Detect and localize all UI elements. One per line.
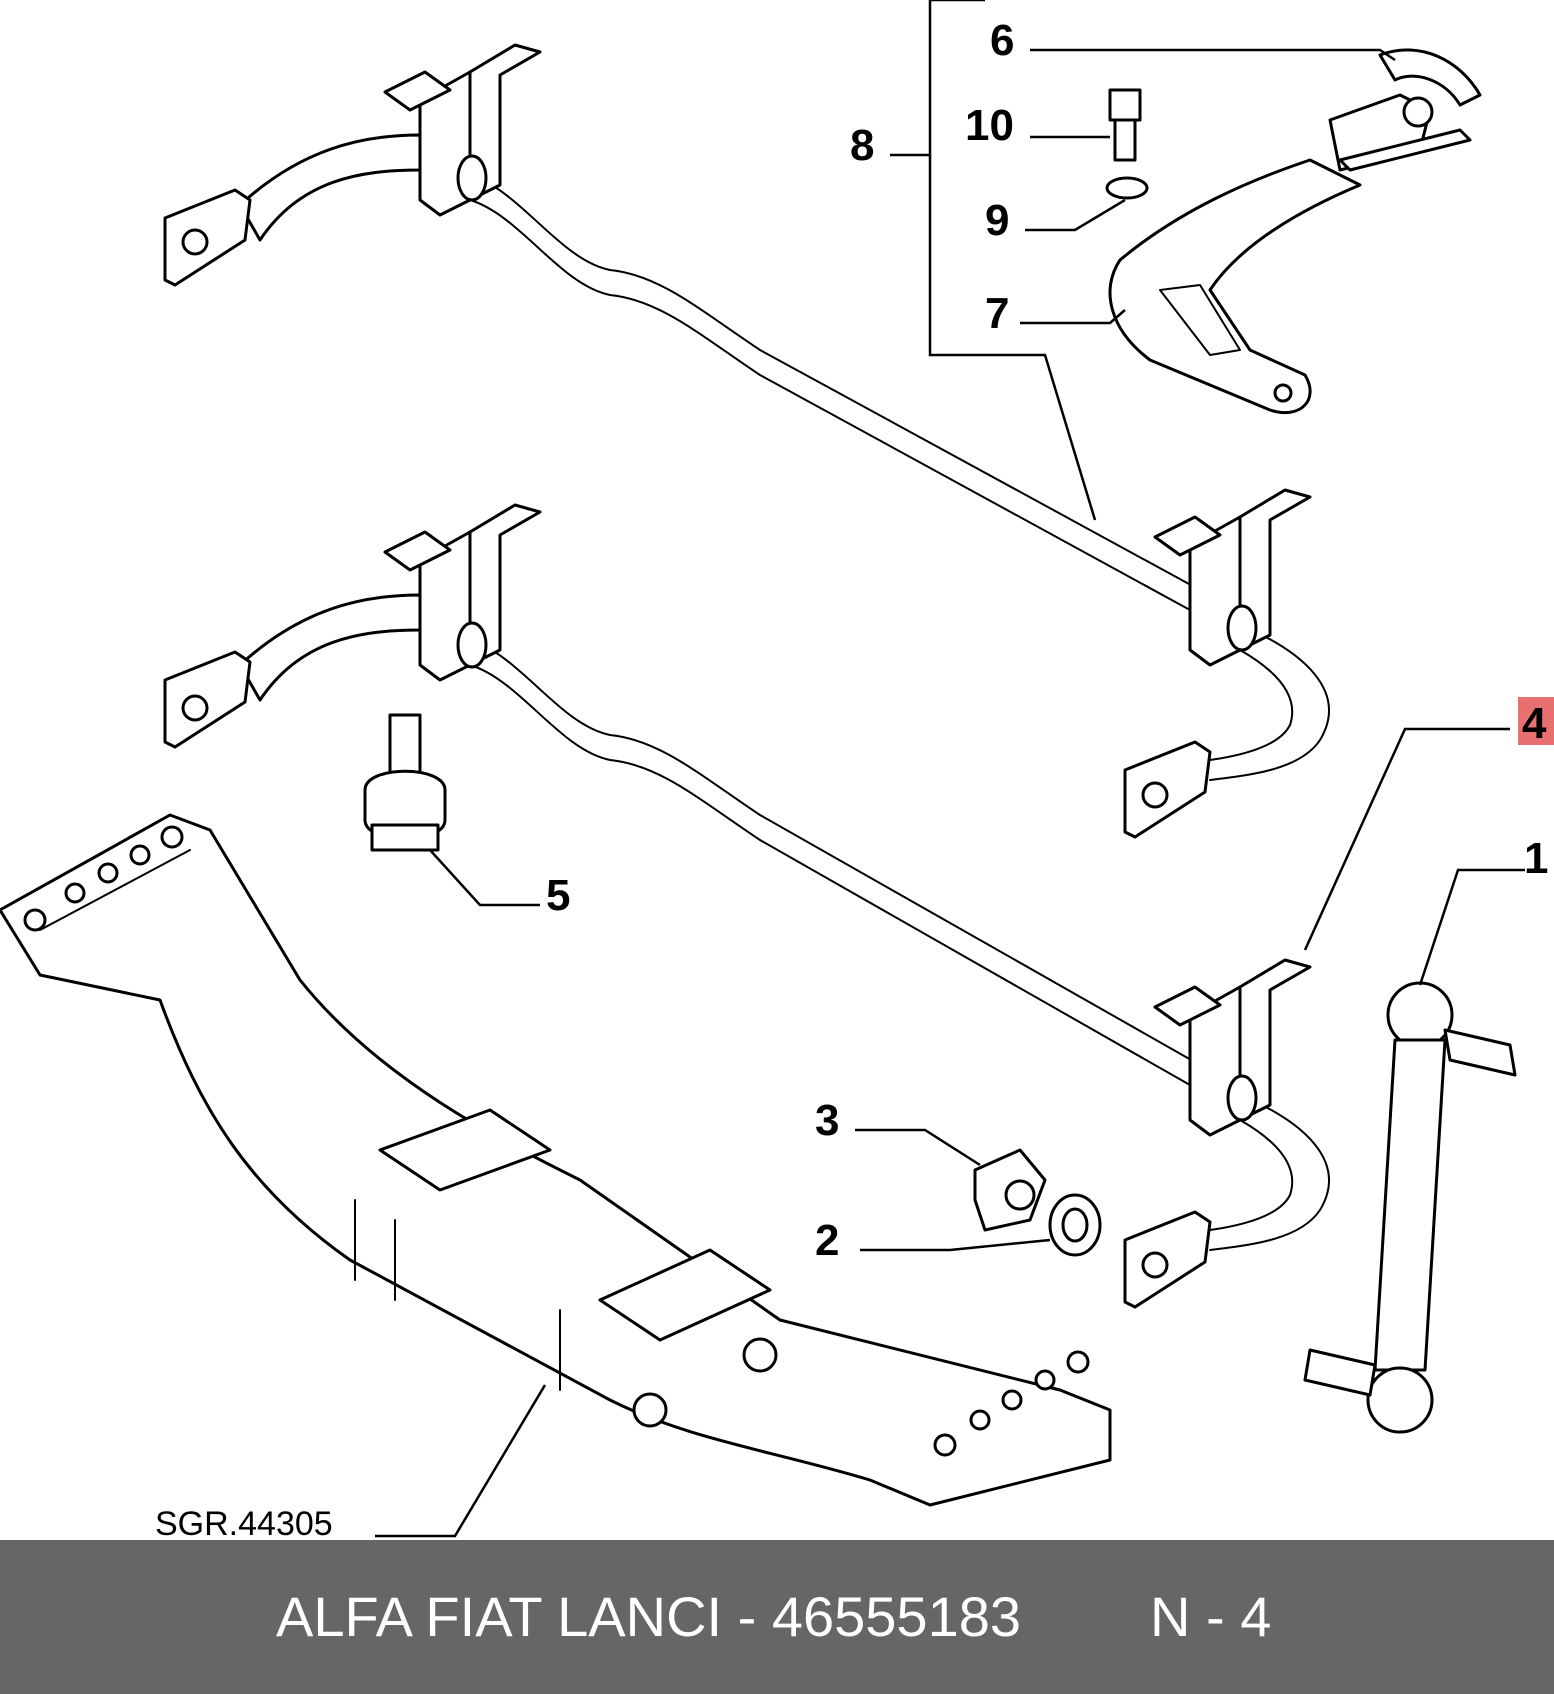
- callout-4: 4: [1522, 699, 1547, 748]
- leader-lines: [375, 0, 1525, 1538]
- callout-1: 1: [1524, 834, 1548, 883]
- callout-labels: 6 10 8 9 7 4 1 5 3 2 SGR.44305: [155, 16, 1554, 1540]
- stabilizer-link: [1303, 981, 1517, 1434]
- clamp-and-fasteners: [1105, 48, 1482, 415]
- callout-6: 6: [990, 16, 1014, 65]
- catalog-number-text: ALFA FIAT LANCI - 46555183: [276, 1585, 1022, 1648]
- callout-5: 5: [546, 871, 570, 920]
- callout-4-highlight: [1518, 697, 1554, 745]
- footer-bar: ALFA FIAT LANCI - 46555183 N - 4: [0, 1540, 1554, 1694]
- mounting-bolt: [363, 713, 447, 852]
- nut-and-washer: [973, 1148, 1102, 1257]
- callout-9: 9: [985, 196, 1009, 245]
- callout-2: 2: [815, 1216, 839, 1265]
- callout-7: 7: [985, 289, 1009, 338]
- position-number-text: N - 4: [1150, 1585, 1272, 1648]
- callout-8: 8: [850, 121, 874, 170]
- lower-stabilizer-bar: [163, 503, 1330, 1309]
- reference-code: SGR.44305: [155, 1505, 333, 1540]
- exploded-parts-diagram: 6 10 8 9 7 4 1 5 3 2 SGR.44305: [0, 0, 1554, 1540]
- callout-10: 10: [965, 101, 1014, 150]
- callout-3: 3: [815, 1096, 839, 1145]
- upper-stabilizer-bar: [163, 43, 1330, 839]
- subframe-crossmember: [0, 813, 1112, 1507]
